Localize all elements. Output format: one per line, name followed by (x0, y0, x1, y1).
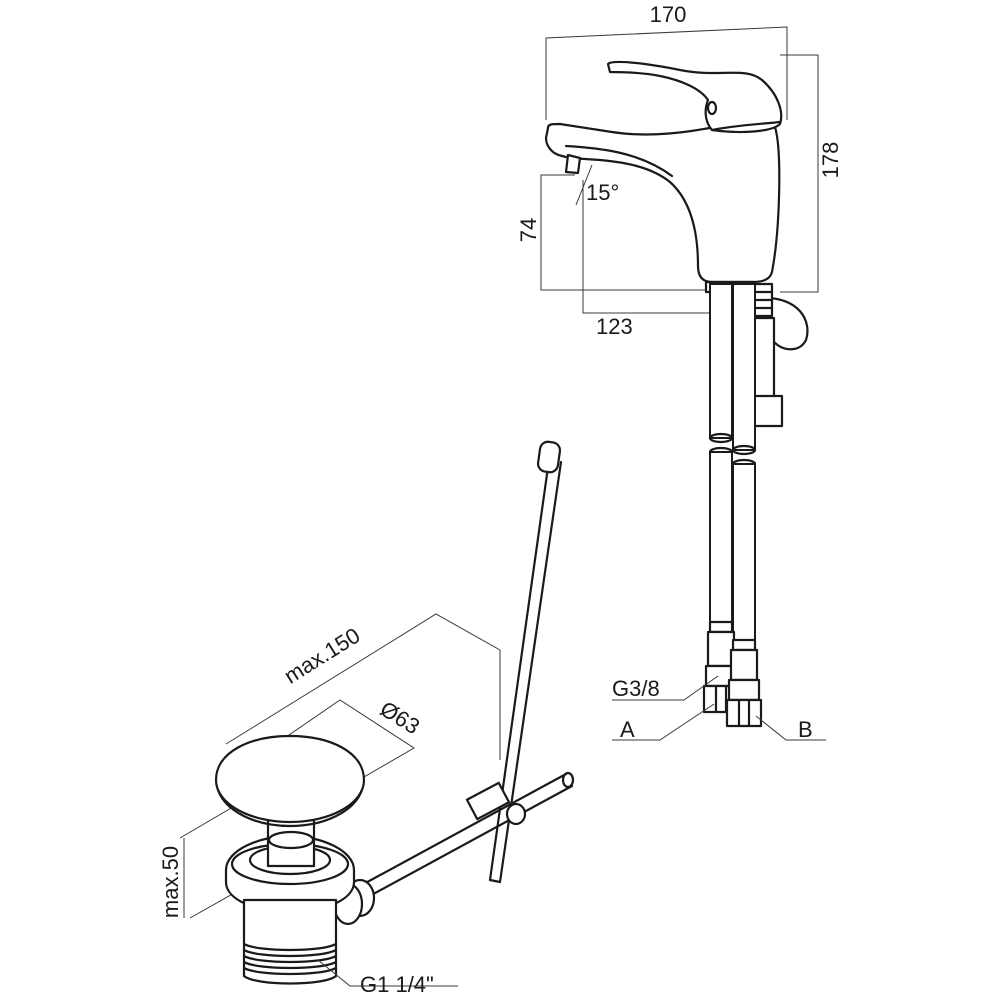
nut-b (725, 698, 763, 728)
thread-lines (242, 942, 338, 976)
inlet-b-label: B (798, 717, 813, 742)
faucet-width-label: 170 (650, 2, 687, 27)
spout-angle-label: 15° (586, 180, 619, 205)
inlet-a-label: A (620, 717, 635, 742)
spout-height-label: 74 (516, 218, 541, 242)
hose-a-lower (709, 451, 733, 623)
flexible-hoses (612, 283, 826, 741)
rod-clamp (465, 781, 511, 821)
faucet-dimension-lines (540, 26, 819, 314)
faucet-aerator (564, 153, 582, 175)
waste-height-label: max.50 (158, 846, 183, 918)
mounting-bracket (750, 296, 809, 428)
pop-up-waste (179, 440, 575, 987)
faucet (540, 26, 819, 428)
hose-b-upper (732, 283, 756, 451)
waste-plug (214, 734, 366, 824)
pull-rod-knob (536, 440, 562, 474)
waste-diameter-label: Ø63 (376, 696, 425, 739)
waste-thread (242, 898, 338, 985)
faucet-height-label: 178 (818, 142, 843, 179)
hose-thread-label: G3/8 (612, 676, 660, 701)
hose-b-lower (732, 463, 756, 641)
spout-reach-label: 123 (596, 314, 633, 339)
rod-length-label: max.150 (280, 623, 365, 689)
hose-a-upper (709, 283, 733, 439)
waste-thread-label: G1 1/4" (360, 972, 434, 997)
faucet-lever (606, 60, 783, 134)
